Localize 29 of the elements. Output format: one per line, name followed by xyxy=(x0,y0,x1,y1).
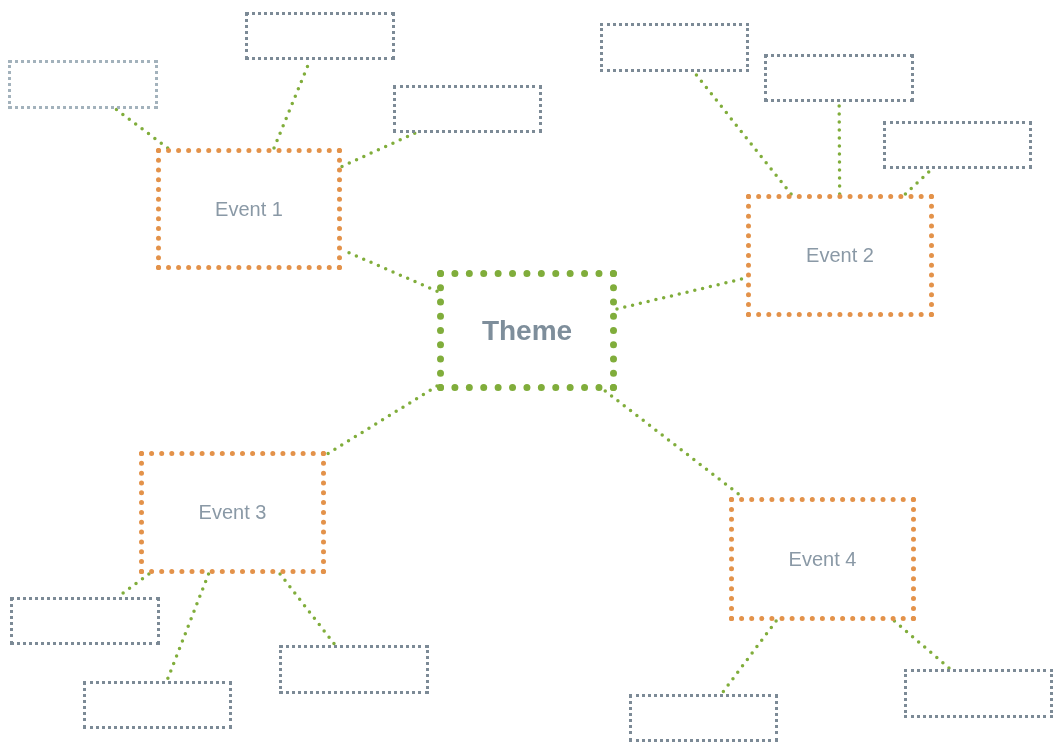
connector-line xyxy=(719,619,778,696)
connector-line xyxy=(113,107,170,150)
topic-box xyxy=(437,270,617,391)
topic-label: Theme xyxy=(481,314,573,347)
connector-line xyxy=(165,572,211,683)
empty-box xyxy=(83,681,232,729)
empty-box xyxy=(629,694,778,742)
event-label: Event 4 xyxy=(788,547,857,571)
empty-box xyxy=(904,669,1053,718)
empty-box xyxy=(764,54,914,102)
event-box xyxy=(729,497,916,621)
connector-line xyxy=(278,572,337,647)
event-box xyxy=(156,148,342,270)
connector-line xyxy=(324,384,439,457)
event-box xyxy=(139,451,326,574)
connector-line xyxy=(340,131,417,169)
empty-box xyxy=(279,645,429,694)
empty-box xyxy=(8,60,158,109)
empty-box xyxy=(883,121,1032,169)
event-label: Event 3 xyxy=(198,501,267,524)
empty-box xyxy=(393,85,542,133)
connector-line xyxy=(892,619,952,671)
event-label: Event 1 xyxy=(215,197,283,221)
connector-line xyxy=(692,70,793,196)
event-label: Event 2 xyxy=(806,244,874,267)
empty-box xyxy=(245,12,395,60)
empty-box xyxy=(600,23,749,72)
event-box xyxy=(746,194,934,317)
empty-box xyxy=(10,597,160,645)
